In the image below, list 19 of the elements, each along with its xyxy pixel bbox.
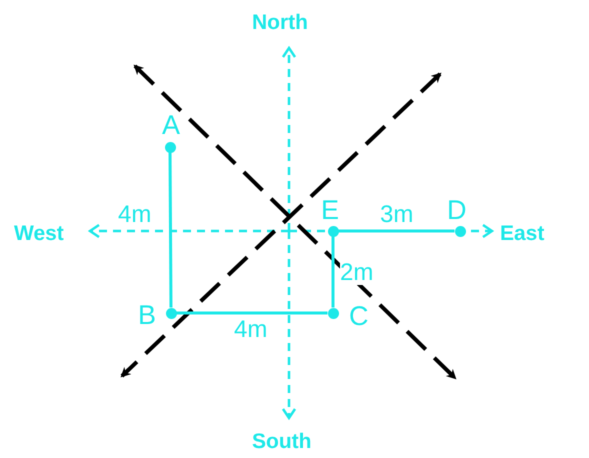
segment-line (176, 312, 328, 314)
point-label: A (162, 112, 180, 139)
direction-label: East (500, 223, 544, 244)
point-label: B (138, 302, 156, 329)
point-dot (328, 308, 338, 318)
point-label: D (447, 197, 466, 224)
point-dot (166, 308, 176, 318)
point-dot (164, 142, 176, 152)
direction-label: South (252, 431, 312, 452)
point-dot (328, 226, 338, 236)
point-label: C (349, 303, 368, 330)
edge-label: 2m (340, 261, 374, 285)
direction-label: North (252, 12, 308, 33)
segment-line (338, 230, 454, 232)
point-dot (454, 226, 466, 236)
segment-line (168, 152, 172, 308)
point-label: E (321, 197, 340, 224)
direction-label: West (14, 223, 64, 244)
segment-line (332, 236, 334, 308)
